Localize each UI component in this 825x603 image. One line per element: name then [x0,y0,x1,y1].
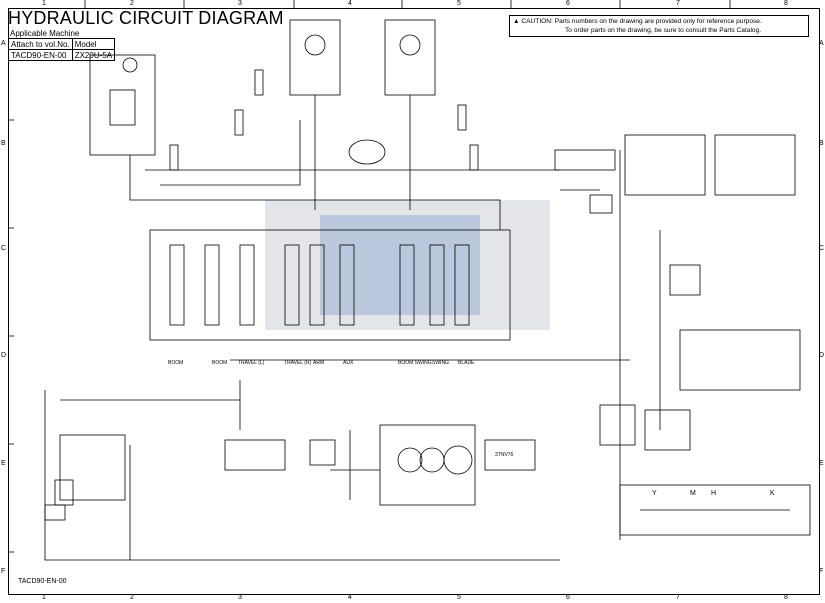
swing-cylinder [469,144,479,171]
document-code: TACD90-EN-00 [18,578,67,585]
caution-line-2: To order parts on the drawing, be sure t… [565,27,762,34]
hydraulic-tank [59,434,126,501]
swivel-port-h: H [711,490,717,497]
bucket-cylinder [169,144,179,171]
row-letter: A [1,40,6,47]
column-number: 5 [457,0,461,7]
pilot-valve-boom-bucket [714,134,796,196]
column-number: 7 [676,594,680,601]
hydraulic-lines [44,95,661,561]
pump-p2 [419,447,445,473]
valve-label: TRAVEL (L) [238,360,265,366]
control-valve [149,229,511,341]
row-letter: D [819,352,825,359]
swivel-port-k: K [770,490,775,497]
pilot-valve-blade [669,264,701,296]
applicable-machine-label: Applicable Machine [10,29,80,38]
row-letter: F [1,568,6,575]
pump-unit [379,424,476,506]
blade-cylinder [457,104,467,131]
caution-line-1: CAUTION: Parts numbers on the drawing ar… [521,18,762,25]
column-number: 1 [42,0,46,7]
valve-label: BOOM [212,360,228,366]
column-number: 6 [566,594,570,601]
arm-cylinder [254,69,264,96]
column-number: 3 [238,594,242,601]
swivel-joint [619,484,811,536]
center-joint [348,139,386,165]
valve-label: AUX [343,360,354,366]
pilot-filter [309,439,336,466]
valve-label: SWING [432,360,449,366]
column-number: 4 [348,594,352,601]
row-letter: E [819,460,824,467]
valve-label: TRAVEL (R) [284,360,312,366]
pilot-valve-arm-swing [624,134,706,196]
column-number: 7 [676,0,680,7]
column-number: 3 [238,0,242,7]
swivel-port-y: Y [652,490,657,497]
return-filter [44,504,66,521]
column-number: 1 [42,594,46,601]
solenoid-valve [554,149,616,171]
swivel-port-m: M [690,490,696,497]
pump-symbol [122,57,138,73]
page-title: HYDRAULIC CIRCUIT DIAGRAM [8,8,284,28]
column-number: 4 [348,0,352,7]
column-number: 6 [566,0,570,7]
valve-label: ARM [313,360,325,366]
drawing-frame [8,8,820,595]
solenoid-valve-aux [599,404,636,446]
row-letter: E [1,460,6,467]
pilot-valve-travel [679,329,801,391]
pilot-valve-unit [89,54,156,156]
valve-label: BLADE [458,360,475,366]
warning-icon: ▲ [513,18,520,25]
row-letter: C [1,245,7,252]
valve-spools [169,244,470,326]
pilot-shutoff-valve [644,409,691,451]
oil-cooler [54,479,74,506]
row-letter: A [819,40,824,47]
row-letter: B [1,140,6,147]
row-letter: F [819,568,824,575]
engine-label: 3TNV76 [495,452,514,458]
pump-p3 [443,445,473,475]
accumulator-valve [589,194,613,214]
row-letter: B [819,140,824,147]
caution-box: ▲ CAUTION: Parts numbers on the drawing … [509,15,809,37]
valve-label: BOOM SWING [398,360,432,366]
travel-speed-valve [224,439,286,471]
column-number: 8 [784,0,788,7]
travel-motor-right [384,19,436,96]
valve-label: BOOM [168,360,184,366]
grid-ticks [8,0,731,553]
travel-motor-left [289,19,341,96]
column-number: 5 [457,594,461,601]
watermark [265,200,550,330]
boom-cylinder [234,109,244,136]
row-letter: D [1,352,7,359]
column-number: 8 [784,594,788,601]
row-letter: C [819,245,825,252]
attach-value: TACD90-EN-00 [8,49,73,61]
engine-box [484,439,536,471]
pump-p1 [397,447,423,473]
column-number: 2 [130,0,134,7]
column-number: 2 [130,594,134,601]
